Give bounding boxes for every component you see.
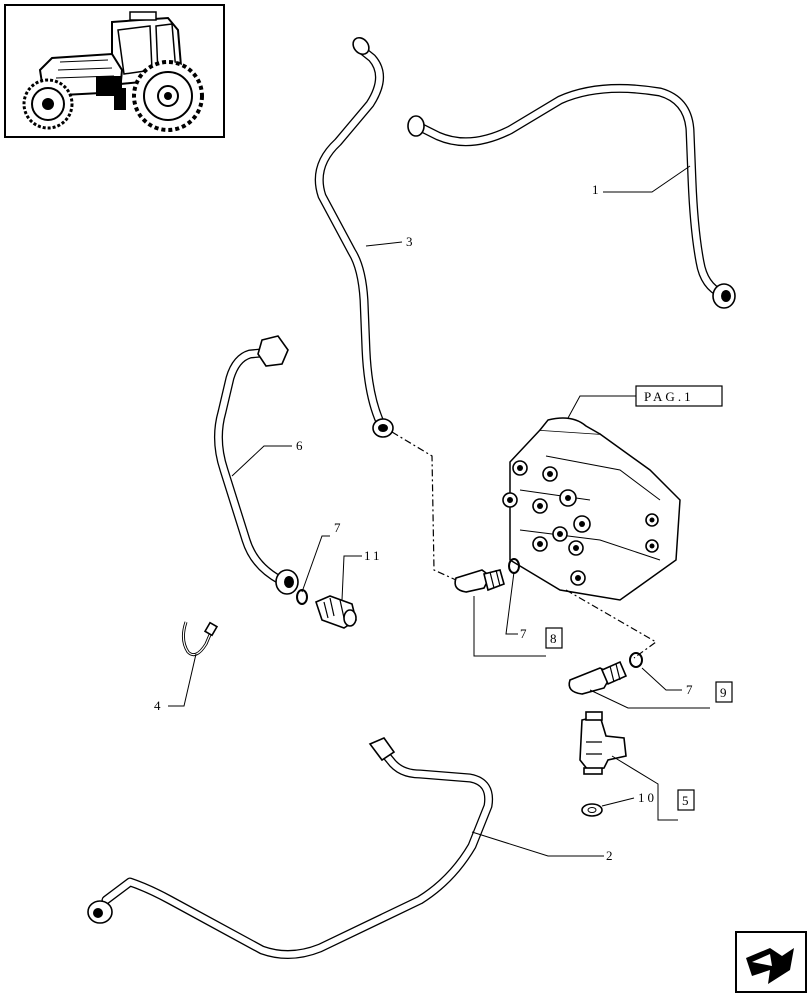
callout-9-box: 9 — [715, 681, 733, 703]
leader-10 — [601, 797, 635, 807]
tee-fitting-5 — [579, 711, 627, 775]
callout-5-box: 5 — [677, 789, 695, 811]
valve-ports — [502, 460, 659, 586]
next-page-arrow-icon[interactable] — [735, 931, 807, 993]
callout-8-box: 8 — [545, 627, 563, 649]
callout-7-right: 7 — [686, 682, 696, 697]
leader-7-right — [641, 667, 682, 691]
pipe-2 — [87, 737, 494, 959]
leader-11 — [341, 555, 362, 601]
elbow-fitting-9 — [568, 660, 628, 695]
elbow-fitting-8 — [454, 569, 505, 593]
leader-2 — [471, 831, 604, 857]
leader-5-bracket — [611, 755, 678, 821]
fitting-11 — [315, 595, 357, 629]
sensor-4 — [181, 621, 219, 657]
leader-4 — [168, 653, 197, 707]
page-reference-label: PAG.1 — [644, 389, 694, 404]
leader-8-bracket — [473, 596, 546, 657]
callout-9: 9 — [720, 685, 727, 700]
page-reference-box[interactable]: PAG.1 — [635, 385, 723, 407]
leader-7-left — [301, 535, 330, 593]
leader-9-bracket — [589, 689, 710, 709]
leader-3 — [365, 241, 403, 247]
callout-10: 10 — [638, 790, 657, 805]
callout-8: 8 — [550, 631, 557, 646]
callout-3: 3 — [406, 234, 416, 249]
leader-6 — [231, 445, 292, 477]
leader-7-center — [505, 571, 518, 635]
tractor-thumbnail-icon — [4, 4, 225, 138]
pipe-6 — [214, 335, 299, 595]
leader-1 — [603, 165, 691, 193]
callout-5: 5 — [682, 793, 689, 808]
callout-2: 2 — [606, 848, 616, 863]
leader-pag1 — [567, 395, 636, 419]
callout-6: 6 — [296, 438, 306, 453]
pipe-3 — [314, 36, 394, 438]
callout-1: 1 — [592, 182, 602, 197]
o-ring-7-left — [296, 589, 308, 605]
callout-4: 4 — [154, 698, 164, 713]
connection-line-valve-to-9 — [565, 589, 658, 659]
washer-10 — [581, 803, 603, 817]
callout-11: 11 — [364, 548, 383, 563]
callout-7-center: 7 — [520, 626, 530, 641]
callout-7-left: 7 — [334, 520, 344, 535]
o-ring-7-right — [629, 652, 643, 668]
pipe-1 — [407, 83, 736, 309]
control-valve-block — [502, 417, 681, 601]
connection-line-3-to-8 — [391, 431, 457, 581]
